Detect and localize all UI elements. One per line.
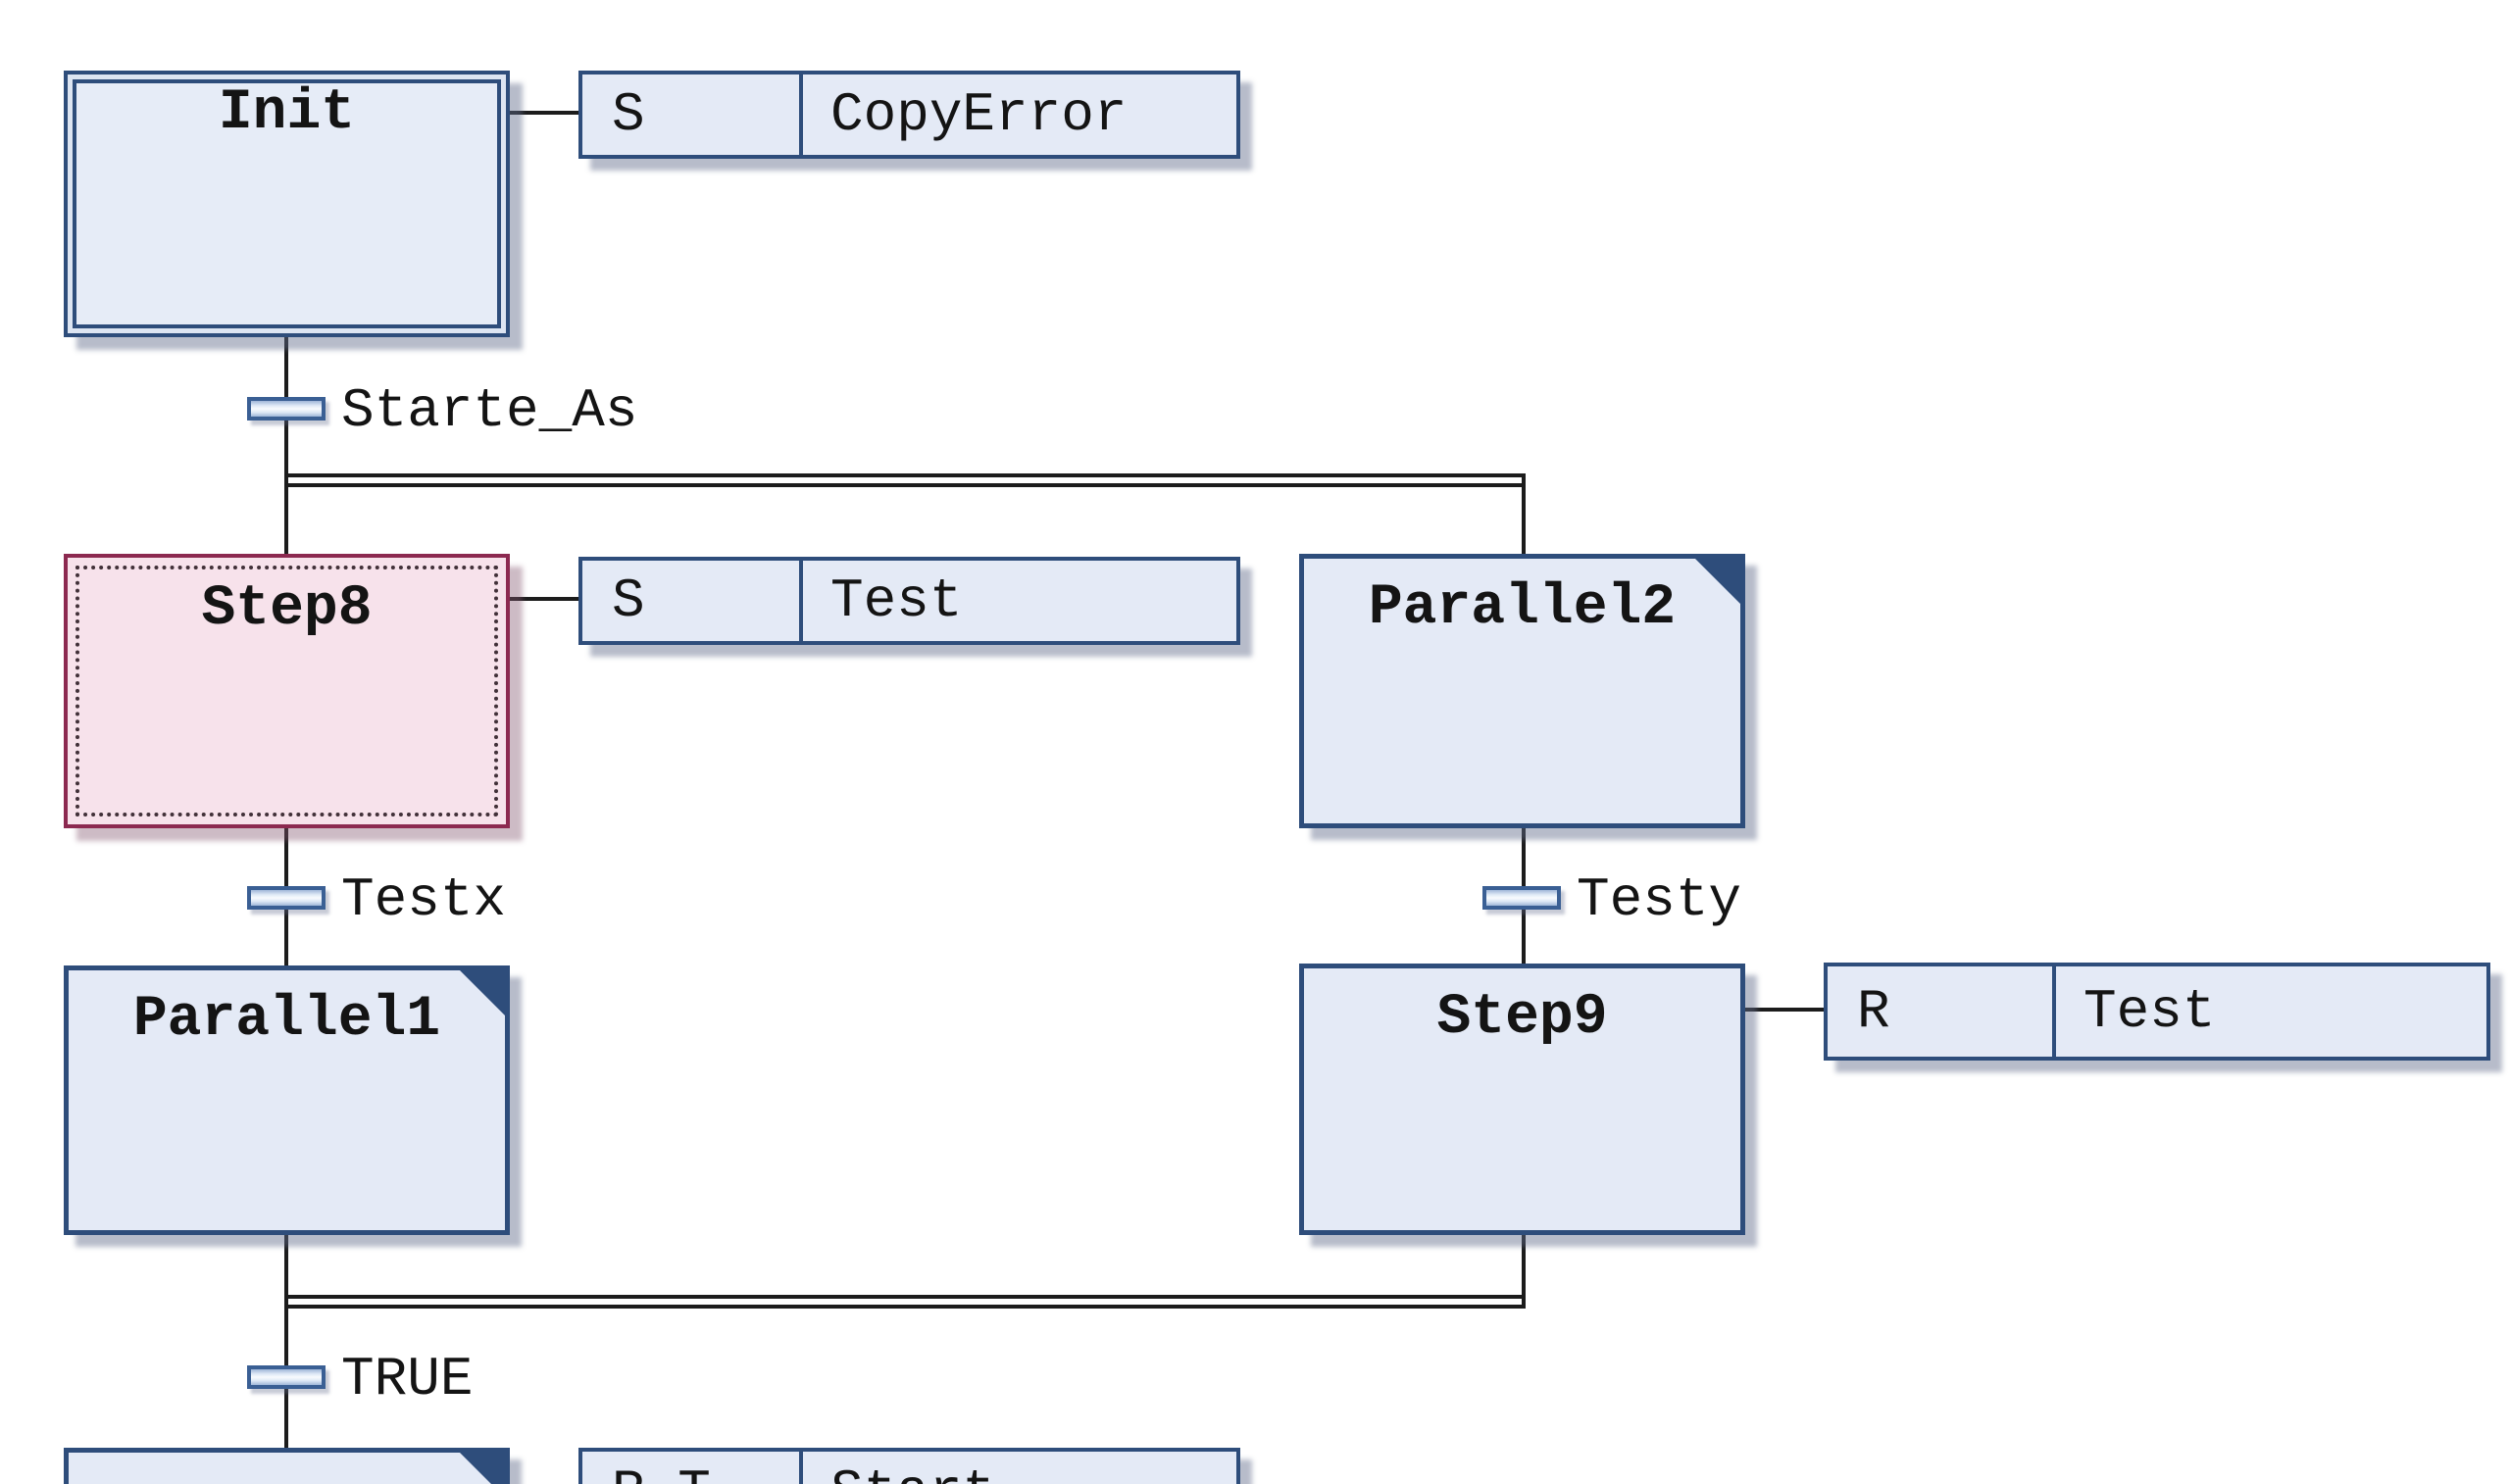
transition-label[interactable]: Testy (1577, 868, 1742, 931)
action-connector-line (510, 597, 578, 601)
connection-line (284, 337, 288, 554)
action-connector-line (1743, 1008, 1824, 1012)
transition-label[interactable]: Starte_As (341, 379, 638, 442)
transition-label[interactable]: Testx (341, 868, 507, 931)
step-title: Step9 (1436, 985, 1608, 1050)
action-qualifier-cell[interactable]: S (612, 569, 645, 632)
action-connector-line (510, 111, 578, 115)
parallel-divergence-line (286, 483, 1526, 487)
action-name-cell[interactable]: Test (2052, 966, 2486, 1057)
step-parallel2[interactable]: Parallel2 (1299, 554, 1745, 828)
action-block-init[interactable]: S CopyError (578, 71, 1240, 159)
action-name-cell[interactable]: CopyError (799, 74, 1236, 155)
connection-line (1522, 475, 1526, 554)
action-qualifier-cell[interactable]: R (1857, 980, 1890, 1043)
step-title: Step8 (201, 576, 373, 641)
dogear-fold-icon (455, 1448, 510, 1484)
step-step9[interactable]: Step9 (1299, 964, 1745, 1235)
action-qualifier-cell[interactable]: S (612, 83, 645, 146)
connection-line (284, 1235, 288, 1448)
action-name-cell[interactable]: Test (799, 561, 1236, 641)
step-init-frame: Init (73, 79, 501, 328)
step-parallel1[interactable]: Parallel1 (64, 965, 510, 1235)
parallel-divergence-line (286, 473, 1526, 477)
action-block-bottom-partial[interactable]: R T Start (578, 1448, 1240, 1484)
transition-marker-starte-as[interactable] (247, 397, 326, 420)
transition-label[interactable]: TRUE (341, 1348, 474, 1410)
connection-line (1522, 1235, 1526, 1309)
action-block-step8[interactable]: S Test (578, 557, 1240, 645)
parallel-convergence-line (286, 1295, 1526, 1299)
action-block-step9[interactable]: R Test (1824, 963, 2490, 1061)
step-init[interactable]: Init (64, 71, 510, 337)
step-bottom-partial[interactable] (64, 1448, 510, 1484)
step-step8[interactable]: Step8 (64, 554, 510, 828)
step-step8-frame: Step8 (75, 566, 498, 816)
transition-marker-true[interactable] (247, 1365, 326, 1389)
action-name-cell[interactable]: Start (799, 1452, 1236, 1484)
transition-marker-testx[interactable] (247, 886, 326, 910)
step-title: Parallel2 (1368, 575, 1677, 640)
action-qualifier-cell[interactable]: R T (582, 1452, 799, 1484)
parallel-convergence-line (286, 1305, 1526, 1309)
step-title: Parallel1 (132, 987, 441, 1052)
transition-marker-testy[interactable] (1482, 886, 1561, 910)
step-title: Init (218, 80, 356, 145)
